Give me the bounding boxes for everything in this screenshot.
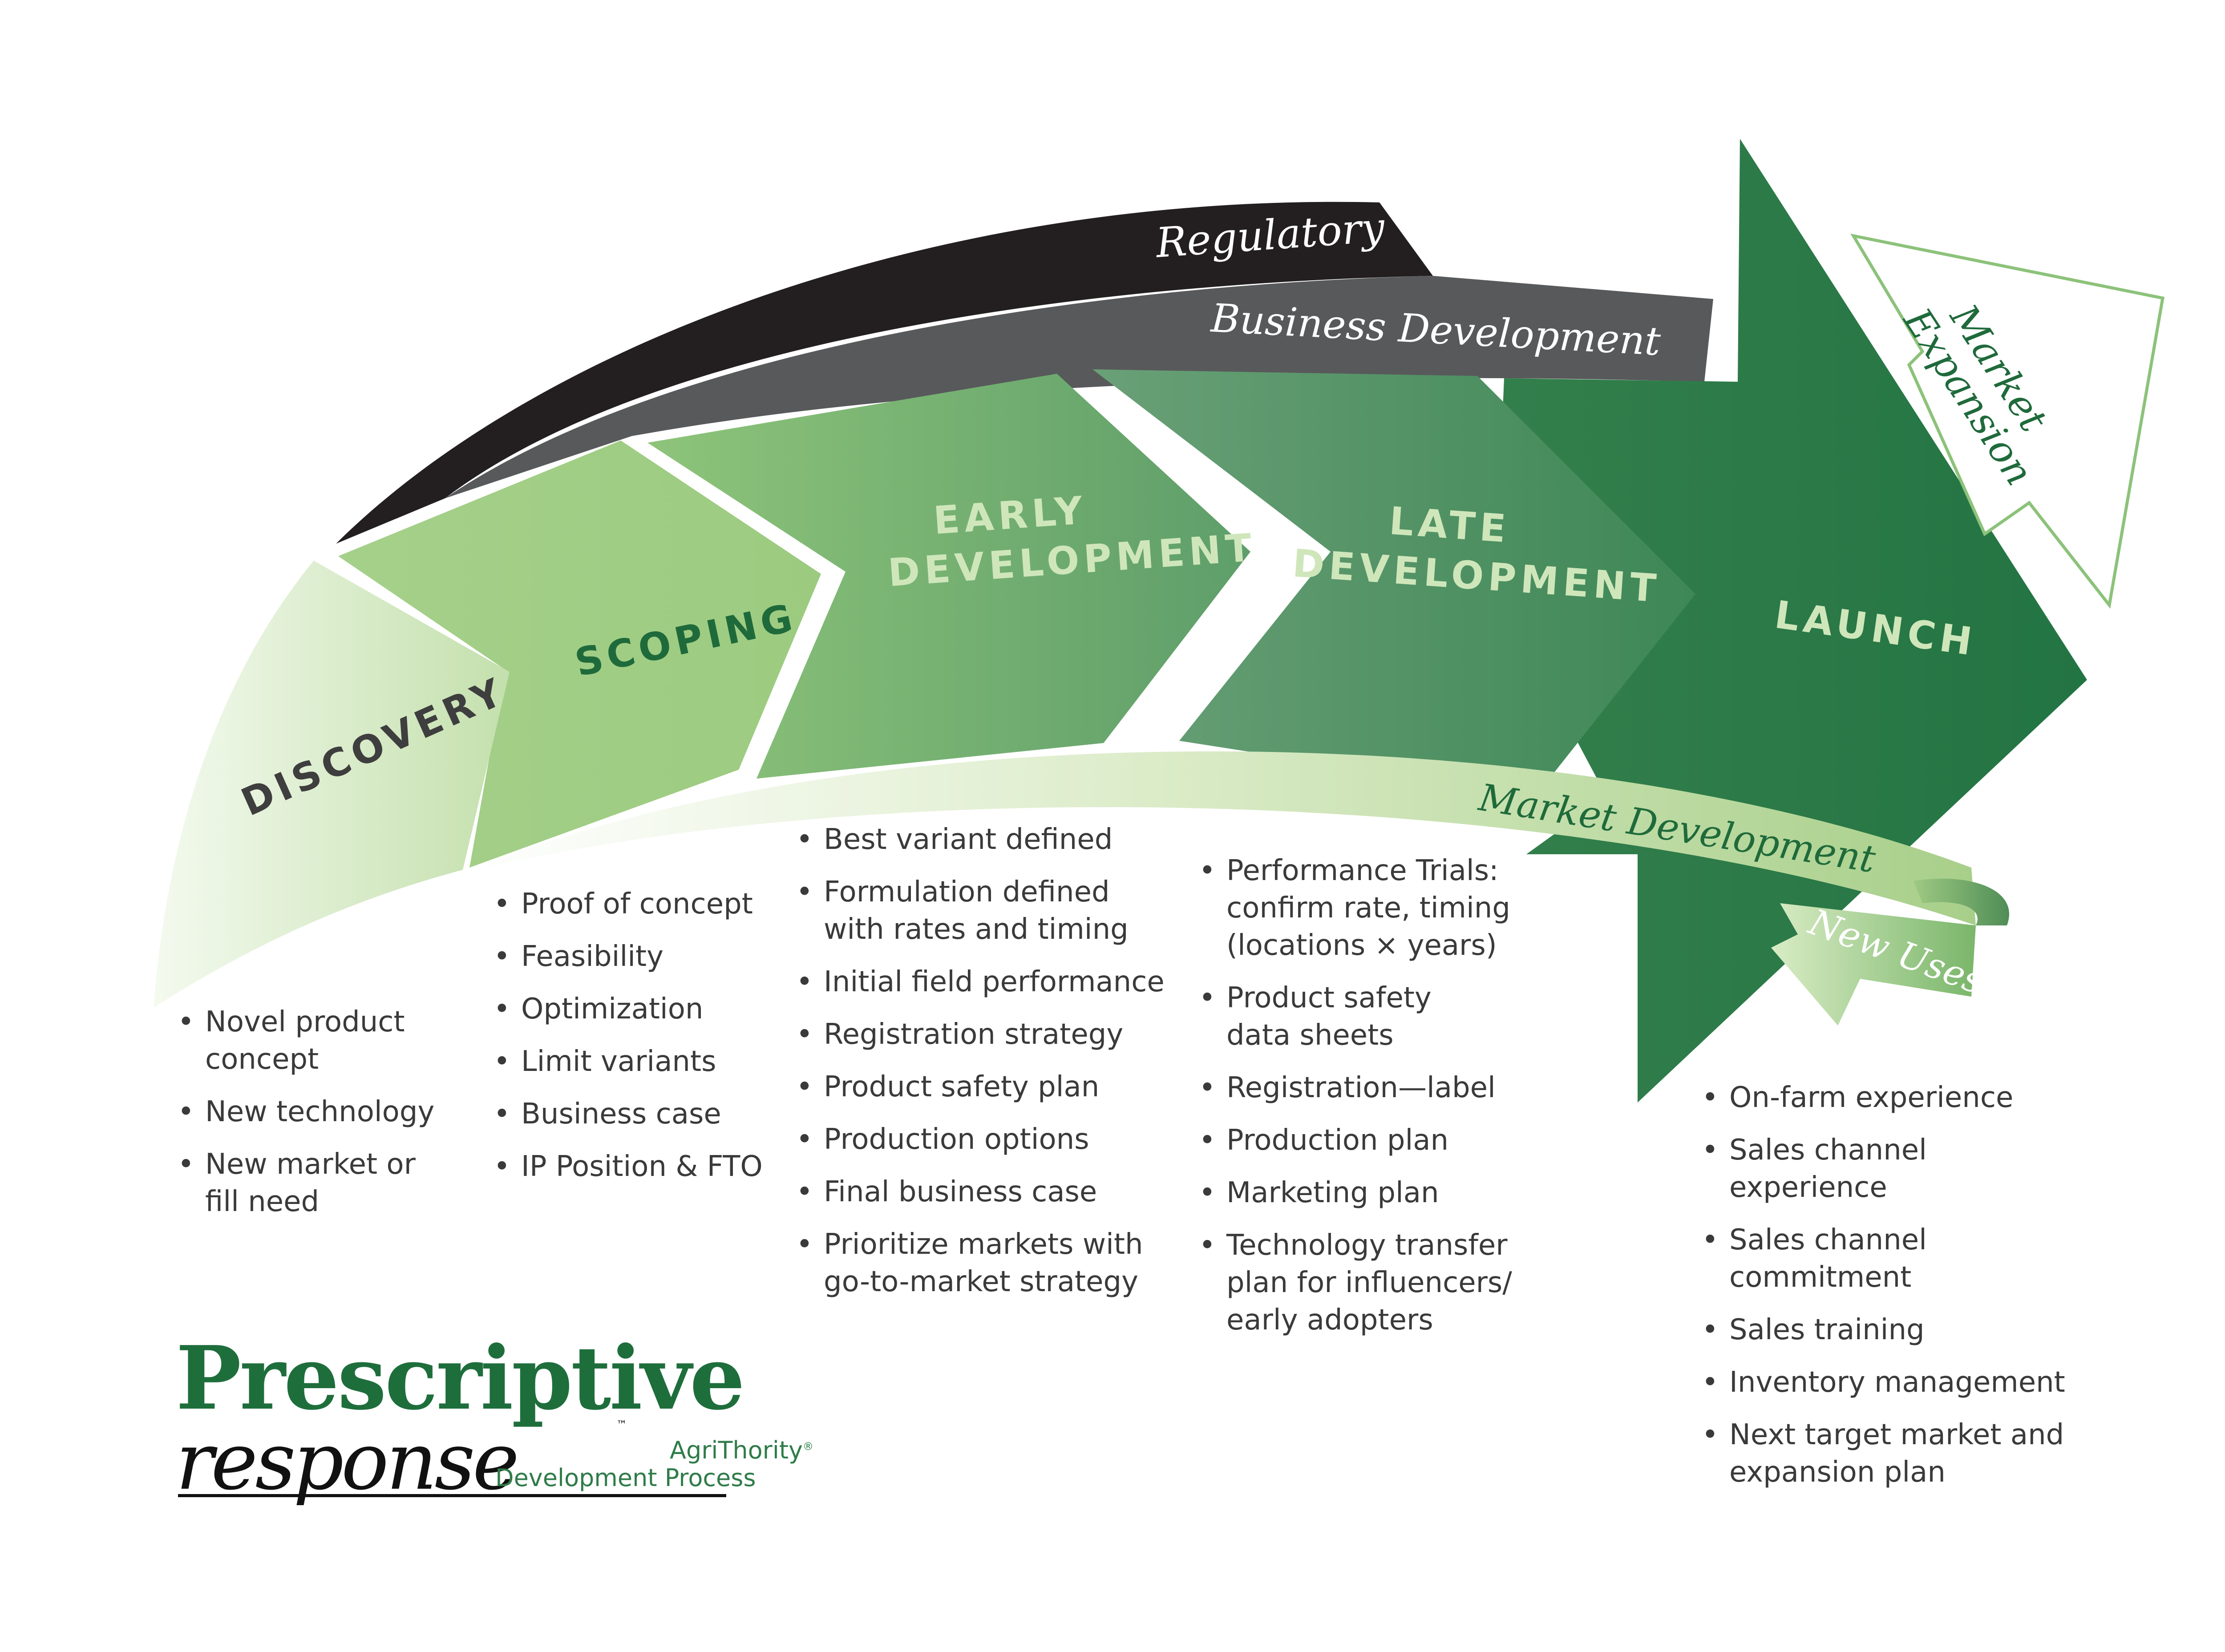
list-item: Performance Trials: confirm rate, timing (…: [1197, 852, 1553, 964]
list-item: Technology transfer plan for influencers/…: [1197, 1227, 1553, 1339]
late-development-list: Performance Trials: confirm rate, timing (…: [1197, 852, 1553, 1354]
regulatory-band: [336, 202, 1433, 544]
list-item: Sales channel commitment: [1700, 1221, 2100, 1296]
stage-label-line: EARLY: [932, 488, 1088, 543]
list-item-line: Product safety: [1226, 982, 1432, 1014]
list-item: Prioritize markets with go-to-market stra…: [794, 1226, 1195, 1301]
list-item: IP Position & FTO: [492, 1148, 803, 1185]
list-item: Next target market and expansion plan: [1700, 1416, 2100, 1491]
list-item-line: early adopters: [1226, 1304, 1433, 1337]
list-item: Sales training: [1700, 1311, 2100, 1349]
list-item-line: New market or: [205, 1148, 416, 1181]
list-item: Feasibility: [492, 938, 803, 975]
list-item: Product safety plan: [794, 1068, 1195, 1106]
early-development-list: Best variant definedFormulation defined w…: [794, 821, 1195, 1316]
logo-name-bottom: response: [176, 1415, 519, 1507]
list-item-line: commitment: [1729, 1261, 1912, 1294]
list-item-line: Production options: [824, 1123, 1089, 1156]
list-item-line: New technology: [205, 1095, 435, 1128]
list-item-line: Feasibility: [521, 940, 663, 973]
list-item-line: Sales channel: [1729, 1134, 1927, 1167]
list-item-line: Marketing plan: [1226, 1176, 1439, 1209]
list-item-line: data sheets: [1226, 1019, 1394, 1052]
list-item: On-farm experience: [1700, 1079, 2100, 1116]
list-item-line: with rates and timing: [824, 913, 1129, 946]
list-item-line: Prioritize markets with: [824, 1228, 1143, 1261]
list-item: Production plan: [1197, 1122, 1553, 1159]
stage-label-line: LATE: [1388, 499, 1512, 552]
list-item: Initial field performance: [794, 963, 1195, 1001]
list-item-line: experience: [1729, 1171, 1887, 1204]
list-item-line: Next target market and: [1729, 1418, 2064, 1451]
early-development-chevron: [647, 374, 1250, 779]
logo-trademark: ™: [616, 1418, 627, 1431]
list-item-line: IP Position & FTO: [521, 1150, 763, 1183]
late-development-chevron: [1092, 369, 1695, 796]
list-item-line: Sales training: [1729, 1313, 1925, 1346]
logo-name-top: Prescriptive: [176, 1327, 745, 1430]
discovery-list: Novel product conceptNew technologyNew ma…: [176, 1003, 487, 1236]
list-item: Registration—label: [1197, 1069, 1553, 1107]
list-item-line: Limit variants: [521, 1045, 716, 1078]
list-item: New technology: [176, 1093, 487, 1131]
list-item-line: Product safety plan: [824, 1070, 1100, 1103]
list-item: Business case: [492, 1095, 803, 1133]
list-item-line: plan for influencers/: [1226, 1266, 1512, 1299]
list-item: Inventory management: [1700, 1364, 2100, 1401]
list-item: Proof of concept: [492, 885, 803, 923]
list-item-line: Novel product: [205, 1006, 405, 1038]
list-item: New market or fill need: [176, 1146, 487, 1220]
logo-agrithority: AgriThority®: [670, 1436, 813, 1464]
list-item-line: Inventory management: [1729, 1366, 2065, 1399]
list-item-line: Final business case: [824, 1175, 1097, 1208]
list-item: Optimization: [492, 990, 803, 1028]
list-item: Product safety data sheets: [1197, 979, 1553, 1054]
list-item: Production options: [794, 1121, 1195, 1158]
list-item-line: Performance Trials:: [1226, 854, 1499, 887]
logo-registered: ®: [803, 1440, 814, 1453]
list-item-line: Formulation defined: [824, 876, 1110, 909]
scoping-chevron: [338, 440, 821, 868]
list-item-line: go-to-market strategy: [824, 1265, 1138, 1298]
list-item-line: Registration strategy: [824, 1018, 1124, 1051]
list-item: Best variant defined: [794, 821, 1195, 858]
list-item-line: expansion plan: [1729, 1456, 1946, 1489]
list-item-line: (locations × years): [1226, 929, 1497, 962]
list-item-line: concept: [205, 1043, 319, 1076]
list-item-line: Production plan: [1226, 1124, 1449, 1157]
list-item-line: Business case: [521, 1098, 721, 1131]
list-item-line: Optimization: [521, 993, 704, 1026]
market-development-ribbon: [467, 751, 1976, 925]
list-item-line: Sales channel: [1729, 1224, 1927, 1256]
list-item-line: Proof of concept: [521, 888, 753, 921]
list-item: Registration strategy: [794, 1016, 1195, 1053]
market-expansion-arrow: [1850, 234, 2165, 609]
list-item-line: Initial field performance: [824, 965, 1165, 998]
business-development-band: [445, 276, 1713, 498]
list-item-line: confirm rate, timing: [1226, 892, 1510, 925]
logo-agrithority-text: AgriThority: [670, 1436, 803, 1464]
list-item: Marketing plan: [1197, 1174, 1553, 1212]
list-item-line: Technology transfer: [1226, 1229, 1508, 1262]
launch-list: On-farm experienceSales channel experienc…: [1700, 1079, 2100, 1506]
list-item: Final business case: [794, 1173, 1195, 1211]
list-item: Formulation defined with rates and timing: [794, 873, 1195, 948]
logo-underline: [178, 1494, 726, 1497]
list-item: Sales channel experience: [1700, 1131, 2100, 1206]
discovery-segment: [154, 561, 510, 1008]
prescriptive-response-logo: Prescriptive response ™ AgriThority® Dev…: [176, 1335, 813, 1513]
market-development-curl: [1914, 878, 2009, 925]
list-item: Novel product concept: [176, 1003, 487, 1078]
logo-tagline: Development Process: [495, 1464, 756, 1492]
list-item-line: On-farm experience: [1729, 1081, 2014, 1114]
list-item-line: Registration—label: [1226, 1071, 1496, 1104]
new-uses-arrow: [1771, 903, 1976, 1026]
list-item-line: fill need: [205, 1185, 320, 1218]
list-item-line: Best variant defined: [824, 823, 1113, 856]
scoping-list: Proof of conceptFeasibilityOptimizationL…: [492, 885, 803, 1200]
launch-arrow: [1495, 139, 2087, 1103]
list-item: Limit variants: [492, 1043, 803, 1080]
